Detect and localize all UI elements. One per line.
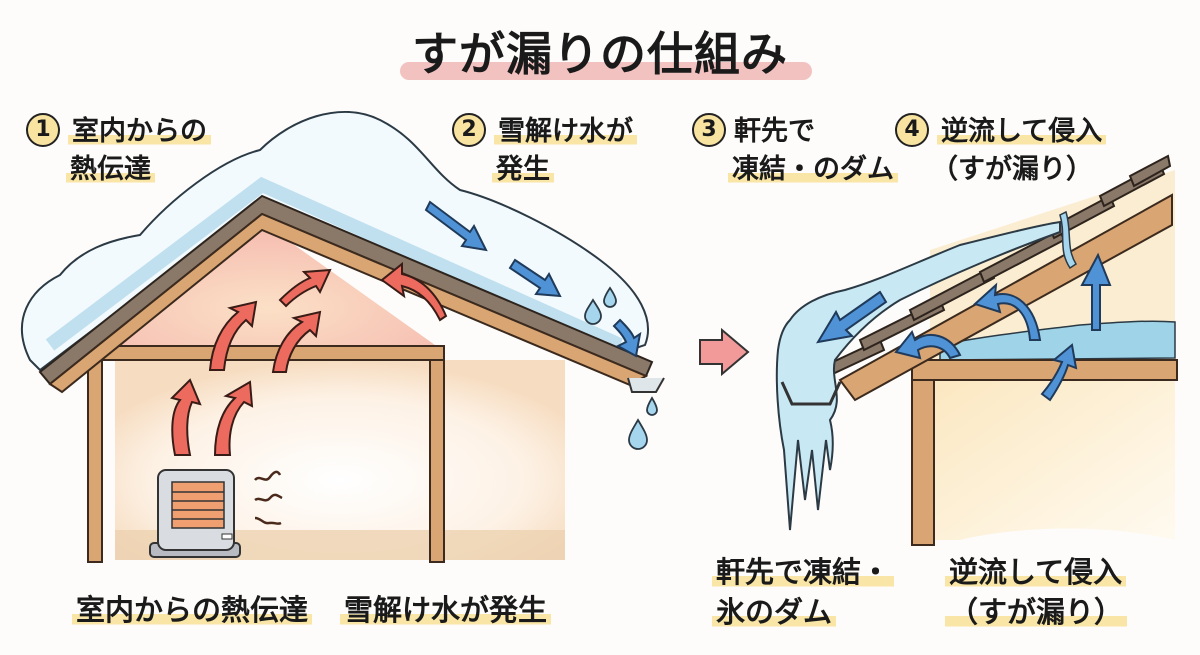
ice-dam bbox=[775, 220, 1061, 531]
water-drops bbox=[584, 286, 658, 450]
meltwater-arrows bbox=[424, 200, 642, 358]
caption-heat-transfer: 室内からの熱伝達 bbox=[72, 590, 313, 630]
gutter bbox=[627, 377, 665, 393]
step-number-badge: 4 bbox=[895, 112, 929, 147]
left-house bbox=[20, 111, 665, 563]
right-eave-detail bbox=[775, 154, 1178, 546]
transition-arrow-icon bbox=[699, 327, 750, 377]
caption-backflow-leak: 逆流して侵入 （すが漏り） bbox=[945, 552, 1128, 632]
step-number-badge: 2 bbox=[452, 112, 486, 147]
step-number-badge: 3 bbox=[692, 112, 726, 147]
step-number-badge: 1 bbox=[26, 112, 60, 147]
backflow-arrows bbox=[816, 252, 1112, 402]
heater-icon bbox=[149, 469, 241, 558]
heat-waves bbox=[254, 470, 283, 525]
page-title: すが漏りの仕組み bbox=[412, 27, 788, 81]
caption-ice-dam: 軒先で凍結・ 氷のダム bbox=[712, 552, 895, 632]
gutter-frozen bbox=[780, 381, 842, 406]
title-underline bbox=[400, 62, 812, 80]
caption-meltwater: 雪解け水が発生 bbox=[340, 590, 552, 630]
heat-arrows bbox=[170, 261, 448, 456]
